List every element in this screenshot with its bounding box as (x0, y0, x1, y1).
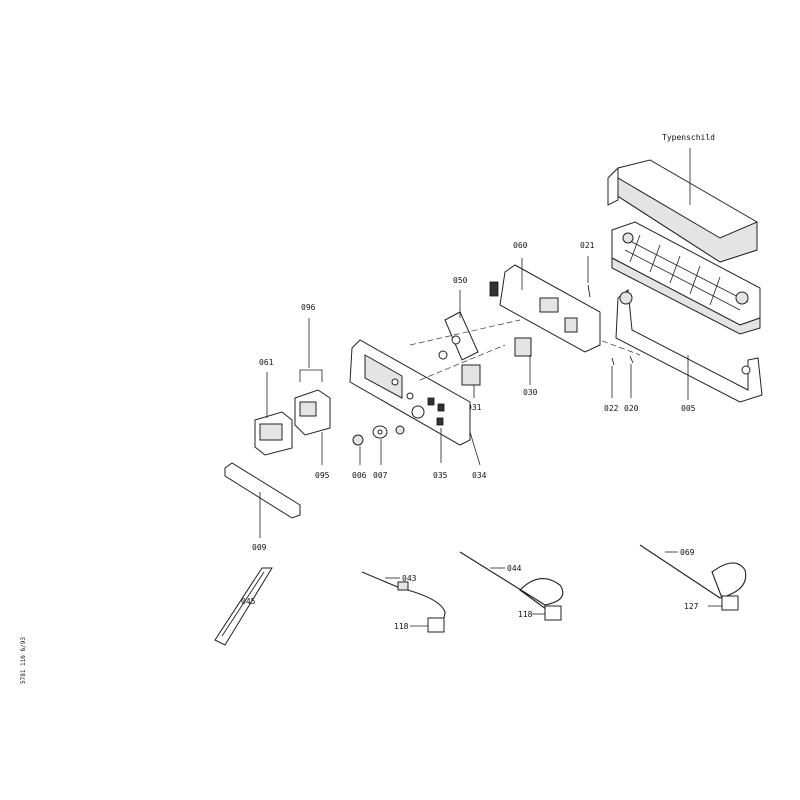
label-045: 045 (241, 597, 256, 606)
label-060: 060 (513, 241, 528, 250)
label-096: 096 (301, 303, 316, 312)
label-022: 022 (604, 404, 619, 413)
label-009: 009 (252, 543, 267, 552)
label-118b: 118 (518, 610, 533, 619)
label-020: 020 (624, 404, 639, 413)
part-060-circuit-board: 060 021 (489, 241, 601, 353)
label-typenschild: Typenschild (662, 133, 715, 142)
part-005-bracket: 005 (615, 289, 763, 413)
front-control-panel (349, 319, 521, 446)
part-050-bracket: 050 (438, 276, 479, 361)
label-005: 005 (681, 404, 696, 413)
cover-typenschild: Typenschild (607, 133, 758, 263)
part-045-rail: 045 (214, 567, 273, 646)
part-006-007-knob-washer: 006 007 (352, 425, 405, 480)
label-035: 035 (433, 471, 448, 480)
drawing-code: 5781 116 6/93 (20, 637, 27, 684)
cable-044-assembly: 044 118 (459, 551, 564, 621)
label-043: 043 (402, 574, 417, 583)
label-021: 021 (580, 241, 595, 250)
label-044: 044 (507, 564, 522, 573)
label-031: 031 (467, 403, 482, 412)
part-009-strip: 009 (224, 462, 301, 552)
part-061-display-module: 061 (254, 358, 293, 456)
part-030-031-switches: 030 031 (461, 337, 538, 412)
cable-069-assembly: 069 127 (639, 544, 747, 611)
label-034: 034 (472, 471, 487, 480)
label-050: 050 (453, 276, 468, 285)
label-030: 030 (523, 388, 538, 397)
label-069: 069 (680, 548, 695, 557)
label-095: 095 (315, 471, 330, 480)
cable-043-assembly: 043 118 (361, 571, 446, 633)
label-061: 061 (259, 358, 274, 367)
label-006: 006 (352, 471, 367, 480)
part-096-095-relay: 096 095 (294, 303, 331, 480)
label-118a: 118 (394, 622, 409, 631)
label-127: 127 (684, 602, 699, 611)
tray-with-grid (611, 221, 761, 335)
label-007: 007 (373, 471, 388, 480)
